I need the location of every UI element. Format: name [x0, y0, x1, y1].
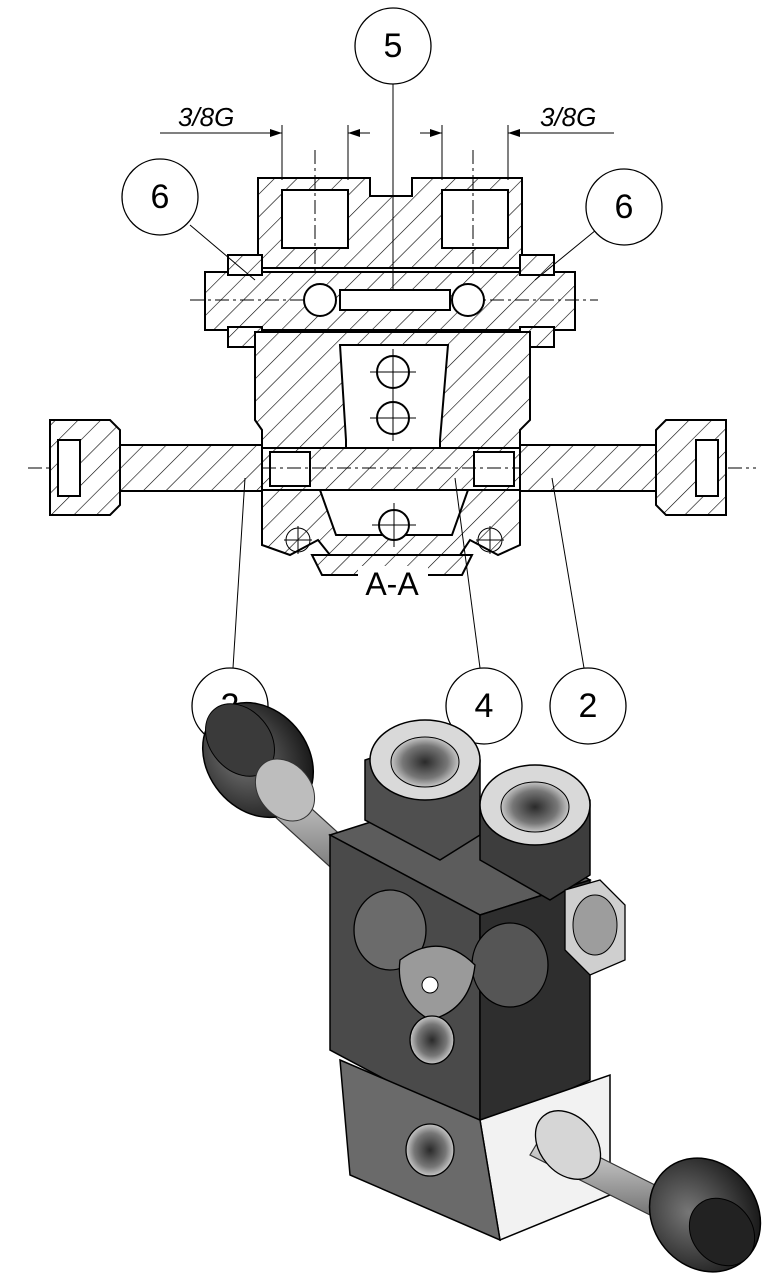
thread-label-right: 3/8G	[540, 102, 596, 132]
thread-dimension-right: 3/8G	[420, 102, 614, 180]
callout-6-left: 6	[121, 158, 256, 281]
thread-label-left: 3/8G	[178, 102, 234, 132]
svg-text:5: 5	[384, 27, 403, 65]
svg-text:2: 2	[579, 687, 598, 725]
thread-dimension-left: 3/8G	[160, 102, 370, 180]
callout-6-right: 6	[534, 168, 663, 281]
callout-2-right: 2	[549, 477, 627, 745]
callout-4: 4	[445, 477, 523, 745]
isometric-render	[201, 701, 762, 1273]
svg-text:6: 6	[151, 178, 170, 216]
callout-5: 5	[354, 7, 432, 290]
left-knob	[201, 701, 316, 822]
right-knob	[648, 1157, 762, 1273]
svg-text:6: 6	[615, 188, 634, 226]
section-view: A-A	[28, 150, 756, 602]
svg-text:4: 4	[475, 687, 494, 725]
section-label: A-A	[365, 566, 419, 602]
